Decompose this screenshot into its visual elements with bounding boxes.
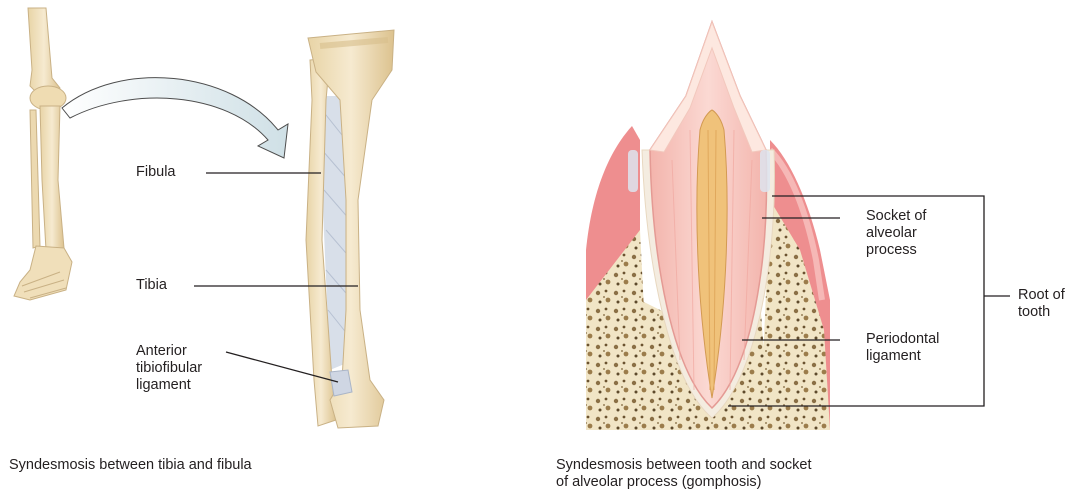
label-anterior-tibiofibular-ligament: Anterior tibiofibular ligament — [136, 343, 202, 394]
curved-arrow — [62, 78, 288, 158]
label-tibia: Tibia — [136, 277, 167, 294]
leg-illustration — [14, 8, 72, 300]
label-socket-of-alveolar-process: Socket of alveolar process — [866, 208, 926, 259]
caption-left: Syndesmosis between tibia and fibula — [9, 457, 252, 474]
label-root-of-tooth: Root of tooth — [1018, 287, 1065, 321]
caption-right: Syndesmosis between tooth and socket of … — [556, 457, 812, 491]
tooth-illustration — [586, 22, 830, 430]
tibia-fibula-illustration — [306, 30, 394, 428]
label-fibula: Fibula — [136, 164, 176, 181]
label-periodontal-ligament: Periodontal ligament — [866, 331, 939, 365]
